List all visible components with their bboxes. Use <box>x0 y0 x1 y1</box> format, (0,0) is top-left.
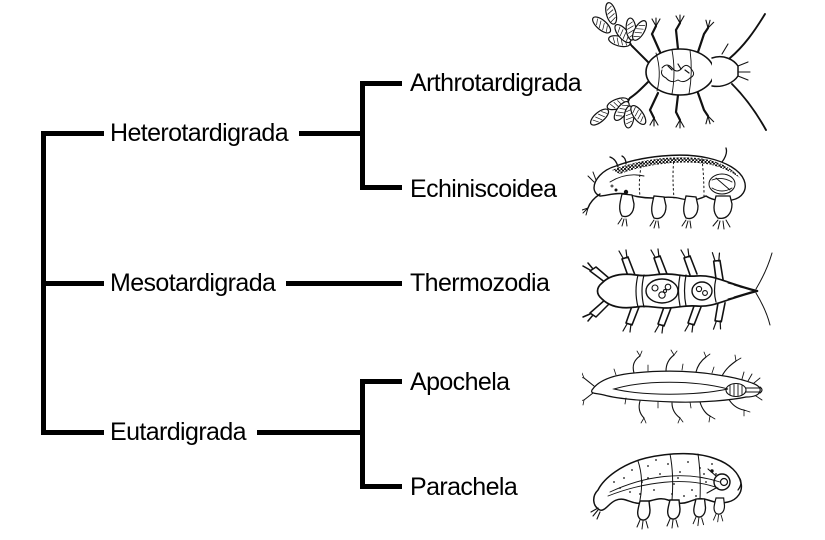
parachela-illustration <box>584 434 766 532</box>
apochela-illustration <box>582 348 778 426</box>
echiniscoidea-illustration <box>582 140 766 236</box>
label-mesotardigrada: Mesotardigrada <box>110 269 276 297</box>
heterotardigrada-bracket-vertical <box>360 81 365 190</box>
label-eutardigrada: Eutardigrada <box>110 418 247 446</box>
label-apochela: Apochela <box>410 368 510 396</box>
arthrotardigrada-illustration <box>586 2 770 140</box>
branch-eutardigrada-right <box>257 430 365 435</box>
branch-heterotardigrada-right <box>299 131 365 136</box>
stub-parachela <box>360 484 402 489</box>
label-heterotardigrada: Heterotardigrada <box>110 119 289 147</box>
eutardigrada-bracket-vertical <box>360 379 365 489</box>
branch-mesotardigrada-left <box>41 281 104 286</box>
label-echiniscoidea: Echiniscoidea <box>410 175 557 203</box>
stub-arthrotardigrada <box>360 81 402 86</box>
label-arthrotardigrada: Arthrotardigrada <box>410 69 582 97</box>
label-thermozodia: Thermozodia <box>410 269 550 297</box>
label-parachela: Parachela <box>410 473 518 501</box>
branch-heterotardigrada-left <box>41 131 104 136</box>
thermozodia-illustration <box>582 243 778 341</box>
stub-echiniscoidea <box>360 185 402 190</box>
branch-mesotardigrada-right <box>286 281 402 286</box>
branch-eutardigrada-left <box>41 430 104 435</box>
stub-apochela <box>360 379 402 384</box>
